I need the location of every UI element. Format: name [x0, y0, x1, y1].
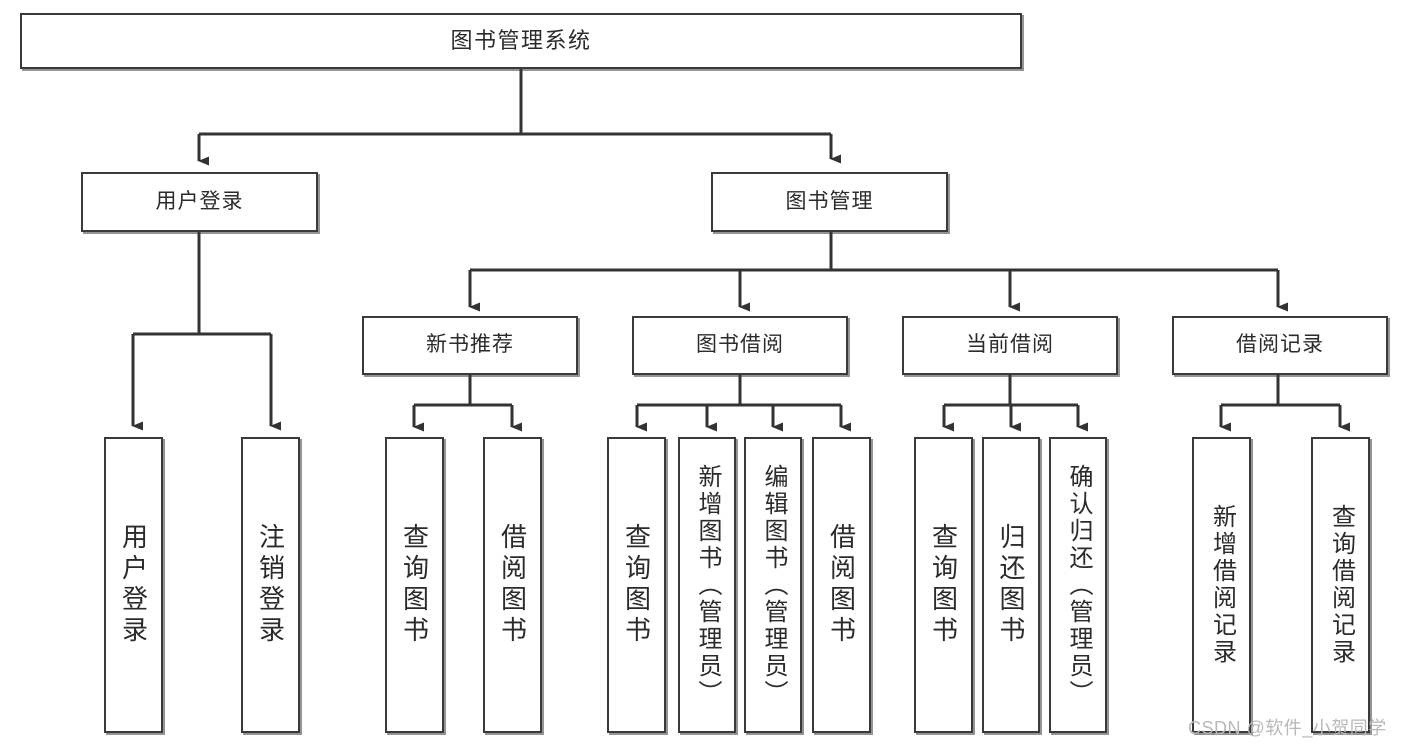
node-label: 查询图书	[399, 523, 430, 647]
leaf-logout[interactable]: 注销登录	[241, 437, 300, 733]
node-new-book-recommend[interactable]: 新书推荐	[362, 316, 578, 375]
node-label: 确认归还（管理员）	[1065, 463, 1092, 707]
node-borrow-record[interactable]: 借阅记录	[1172, 316, 1388, 375]
node-label: 图书管理系统	[450, 28, 592, 54]
node-label: 新增图书（管理员）	[694, 463, 721, 707]
node-label: 图书管理	[785, 189, 874, 213]
leaf-cb-return-book[interactable]: 归还图书	[982, 437, 1040, 733]
node-label: 归还图书	[996, 523, 1026, 647]
node-label: 借阅图书	[826, 523, 857, 647]
node-label: 查询图书	[928, 523, 959, 647]
node-root-system[interactable]: 图书管理系统	[20, 13, 1022, 69]
node-book-management[interactable]: 图书管理	[711, 172, 948, 232]
node-label: 新增借阅记录	[1208, 504, 1236, 666]
leaf-bb-edit-book-admin[interactable]: 编辑图书（管理员）	[744, 437, 802, 733]
node-label: 编辑图书（管理员）	[760, 463, 787, 707]
node-label: 借阅图书	[497, 523, 528, 647]
node-label: 图书借阅	[696, 333, 784, 357]
node-label: 新书推荐	[426, 333, 514, 357]
leaf-cb-confirm-return-admin[interactable]: 确认归还（管理员）	[1049, 437, 1107, 733]
leaf-nb-borrow-book[interactable]: 借阅图书	[483, 437, 542, 733]
leaf-bb-query-book[interactable]: 查询图书	[607, 437, 666, 733]
node-label: 借阅记录	[1236, 333, 1324, 357]
leaf-br-query-record[interactable]: 查询借阅记录	[1311, 437, 1370, 733]
node-user-login[interactable]: 用户登录	[81, 172, 318, 232]
watermark: CSDN @软件_小贺同学	[1188, 718, 1387, 738]
leaf-nb-query-book[interactable]: 查询图书	[385, 437, 444, 733]
node-label: 当前借阅	[966, 333, 1054, 357]
leaf-cb-query-book[interactable]: 查询图书	[914, 437, 973, 733]
node-label: 用户登录	[118, 523, 149, 647]
leaf-user-login[interactable]: 用户登录	[104, 437, 163, 733]
leaf-br-add-record[interactable]: 新增借阅记录	[1192, 437, 1251, 733]
node-label: 查询借阅记录	[1327, 504, 1355, 666]
leaf-bb-add-book-admin[interactable]: 新增图书（管理员）	[678, 437, 736, 733]
leaf-bb-borrow-book[interactable]: 借阅图书	[812, 437, 871, 733]
node-label: 查询图书	[621, 523, 652, 647]
node-label: 注销登录	[255, 523, 286, 647]
node-label: 用户登录	[155, 189, 244, 213]
node-current-borrow[interactable]: 当前借阅	[902, 316, 1118, 375]
node-book-borrow[interactable]: 图书借阅	[632, 316, 848, 375]
